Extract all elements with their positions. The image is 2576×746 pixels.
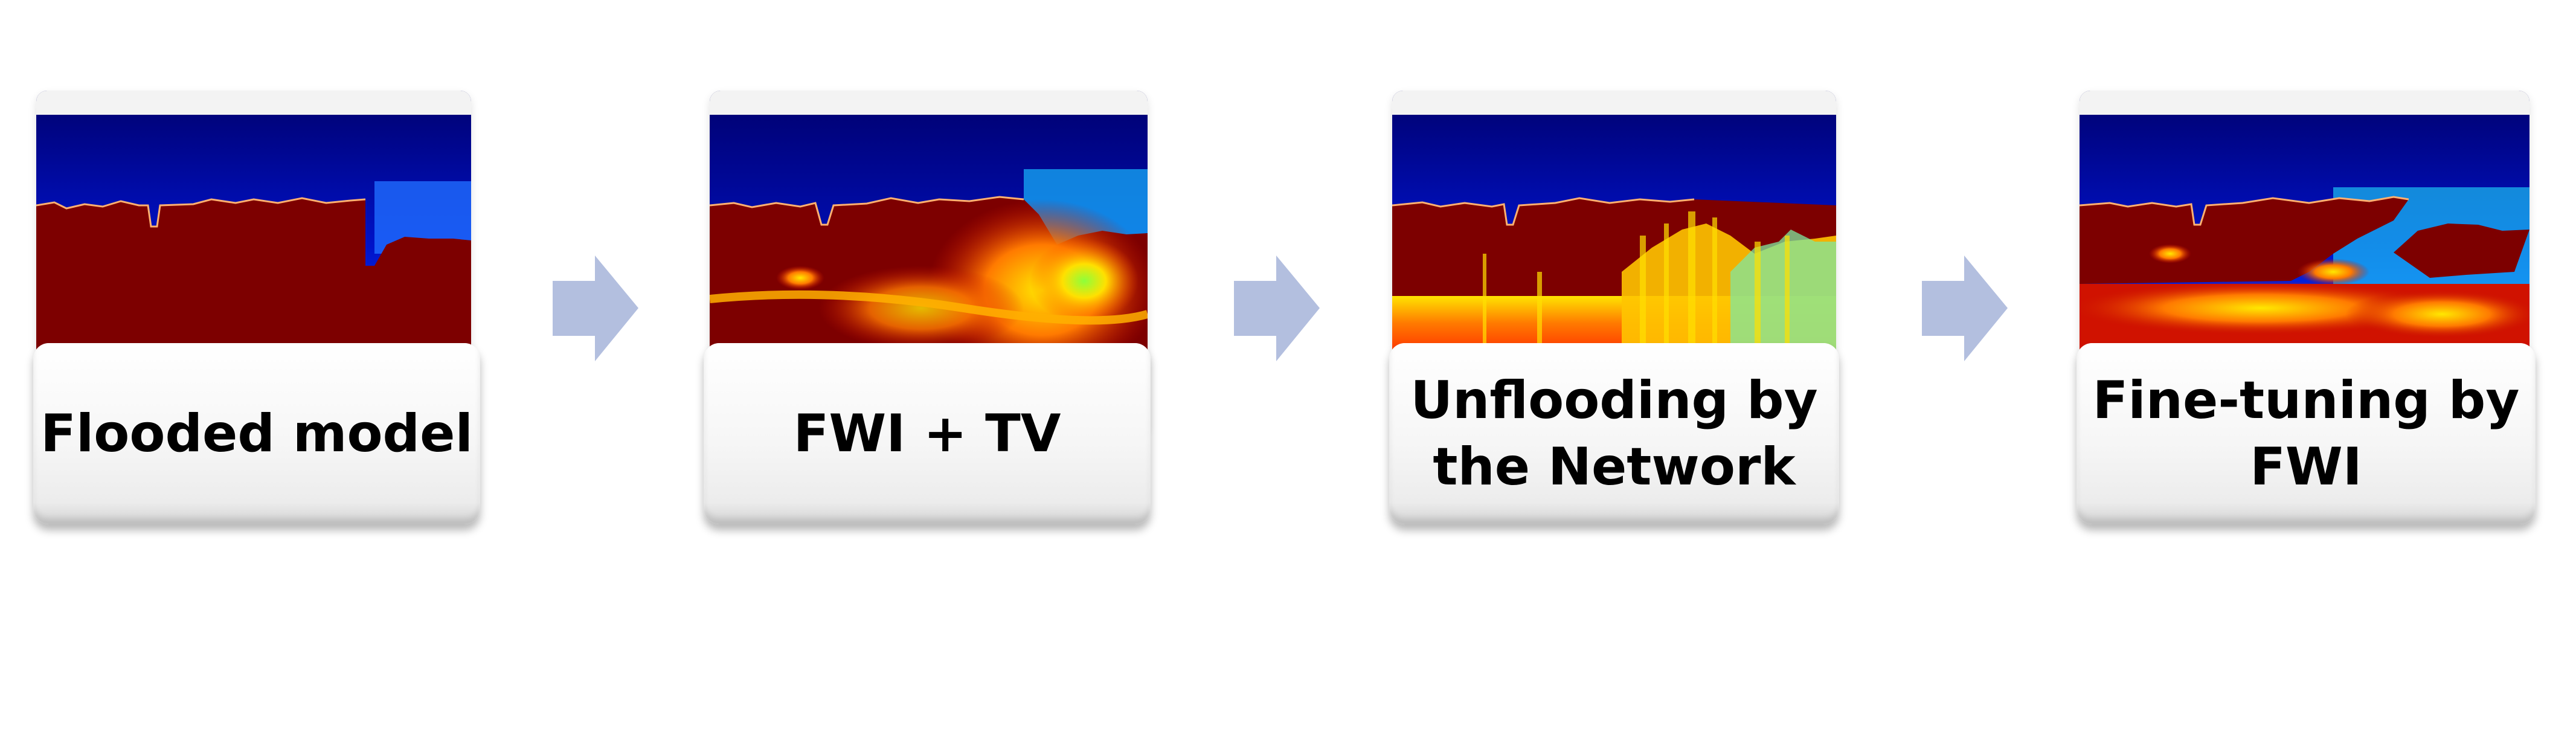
step-card-fwi-tv: FWI + TV — [704, 91, 1151, 532]
step-label: Fine-tuning by FWI — [2092, 370, 2520, 497]
right-arrow-icon — [553, 256, 638, 361]
velocity-model-finetuned-image — [2080, 91, 2529, 350]
step-label-box: Flooded model — [33, 343, 480, 524]
step-label: Unflooding by the Network — [1410, 370, 1818, 497]
step-label-box: FWI + TV — [704, 343, 1151, 524]
step-label-box: Fine-tuning by FWI — [2077, 343, 2536, 524]
right-arrow-icon — [1922, 256, 2008, 361]
right-arrow-icon — [1234, 256, 1320, 361]
step-label: FWI + TV — [793, 404, 1061, 464]
step-label-box: Unflooding by the Network — [1389, 343, 1839, 524]
step-card-flooded: Flooded model — [33, 91, 480, 532]
velocity-model-flooded-image — [36, 91, 471, 350]
step-card-unflooding: Unflooding by the Network — [1389, 91, 1839, 532]
velocity-model-unflooded-image — [1392, 91, 1836, 350]
step-label: Flooded model — [40, 404, 473, 464]
step-card-finetune: Fine-tuning by FWI — [2077, 91, 2536, 532]
